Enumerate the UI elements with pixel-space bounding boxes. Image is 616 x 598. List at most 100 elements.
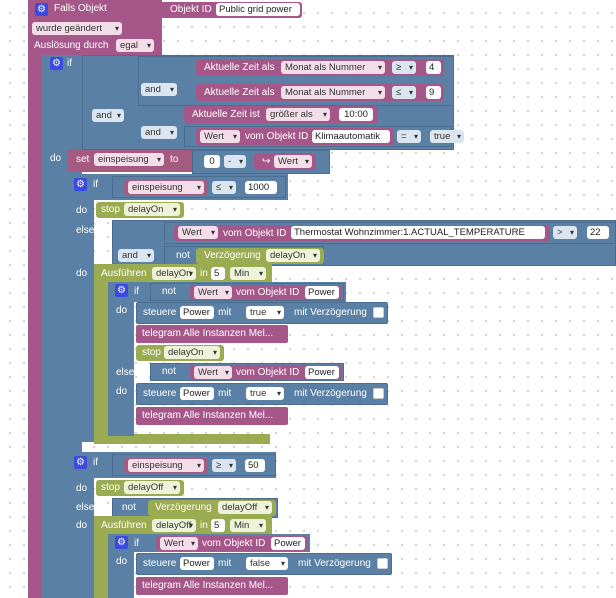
- object-id-field[interactable]: Power: [271, 537, 305, 550]
- telegram-block[interactable]: [136, 325, 288, 343]
- with-keyword: mit: [218, 558, 232, 569]
- compare-op-dropdown[interactable]: ≤: [212, 181, 236, 194]
- attr-dropdown[interactable]: Wert: [274, 155, 312, 168]
- compare-op-dropdown[interactable]: ≥: [392, 61, 416, 74]
- object-id-label: vom Objekt ID: [236, 367, 300, 378]
- control-label: steuere: [143, 307, 177, 318]
- gear-icon[interactable]: ⚙: [115, 536, 128, 549]
- timeout-label: Ausführen: [101, 268, 147, 279]
- timer-dropdown[interactable]: delayOn: [266, 249, 320, 262]
- attr-dropdown[interactable]: Wert: [194, 366, 232, 379]
- attr-dropdown[interactable]: Wert: [194, 286, 232, 299]
- do-keyword: do: [76, 205, 88, 216]
- timer-dropdown[interactable]: delayOff: [124, 481, 180, 494]
- attr-dropdown[interactable]: Wert: [200, 130, 240, 143]
- cause-dropdown[interactable]: egal: [116, 39, 154, 52]
- compare-op-dropdown[interactable]: =: [397, 130, 421, 143]
- time-label: Aktuelle Zeit ist: [192, 109, 260, 120]
- control-object-field[interactable]: Power: [180, 387, 214, 400]
- and-dropdown[interactable]: and: [141, 83, 177, 96]
- if-keyword: if: [134, 538, 139, 549]
- if-keyword: if: [134, 286, 139, 297]
- delay-label: Verzögerung: [155, 502, 212, 513]
- control-value-dropdown[interactable]: false: [246, 557, 288, 570]
- time-label: Aktuelle Zeit als: [204, 62, 275, 73]
- delay-checkbox[interactable]: [373, 307, 384, 318]
- value-field[interactable]: 22: [587, 226, 609, 239]
- timer-dropdown[interactable]: delayOn: [152, 267, 196, 280]
- gear-icon[interactable]: ⚙: [35, 3, 48, 16]
- value-field[interactable]: 4: [426, 61, 441, 74]
- compare-op-dropdown[interactable]: >: [553, 226, 577, 239]
- control-value-dropdown[interactable]: true: [246, 306, 284, 319]
- delay-value-field[interactable]: 5: [211, 519, 225, 532]
- attr-dropdown[interactable]: Wert: [178, 226, 218, 239]
- value-field[interactable]: 1000: [245, 181, 277, 194]
- stop-keyword: stop: [142, 347, 161, 358]
- time-op-dropdown[interactable]: größer als: [266, 108, 330, 121]
- telegram-block[interactable]: [136, 407, 288, 425]
- else-if-keyword: else if: [76, 502, 103, 513]
- time-unit-dropdown[interactable]: Monat als Nummer: [281, 86, 385, 99]
- value-field[interactable]: 9: [426, 86, 441, 99]
- control-label: steuere: [143, 558, 177, 569]
- cause-label: Auslösung durch: [34, 40, 109, 51]
- bool-dropdown[interactable]: true: [430, 130, 464, 143]
- timer-dropdown[interactable]: delayOn: [124, 203, 180, 216]
- delay-unit-dropdown[interactable]: Min: [230, 267, 266, 280]
- do-keyword: do: [50, 153, 62, 164]
- telegram-block[interactable]: [136, 577, 288, 595]
- object-id-label: Objekt ID: [170, 4, 212, 15]
- time-value-field[interactable]: 10:00: [339, 108, 373, 121]
- timer-dropdown[interactable]: delayOff: [218, 501, 272, 514]
- delay-check-label: mit Verzögerung: [294, 388, 367, 399]
- timer-dropdown[interactable]: delayOff: [152, 519, 196, 532]
- do-keyword: do: [116, 556, 128, 567]
- if-block-2[interactable]: [68, 174, 94, 442]
- and-dropdown[interactable]: and: [141, 126, 177, 139]
- delay-value-field[interactable]: 5: [211, 267, 225, 280]
- if-block-inner[interactable]: [108, 282, 134, 436]
- object-id-field[interactable]: Thermostat Wohnzimmer:1.ACTUAL_TEMPERATU…: [291, 226, 545, 239]
- object-id-field[interactable]: Power: [305, 366, 339, 379]
- math-op-dropdown[interactable]: -: [224, 155, 246, 168]
- gear-icon[interactable]: ⚙: [115, 284, 128, 297]
- delay-unit-dropdown[interactable]: Min: [230, 519, 266, 532]
- and-dropdown[interactable]: and: [92, 109, 124, 122]
- timeout-footer[interactable]: [94, 434, 270, 444]
- gear-icon[interactable]: ⚙: [74, 456, 87, 469]
- object-id-field[interactable]: Power: [305, 286, 339, 299]
- variable-dropdown[interactable]: einspeisung: [128, 181, 204, 194]
- timeout-block[interactable]: [94, 264, 108, 444]
- delay-checkbox[interactable]: [373, 388, 384, 399]
- attr-dropdown[interactable]: Wert: [160, 537, 198, 550]
- timer-dropdown[interactable]: delayOn: [164, 346, 220, 359]
- delay-check-label: mit Verzögerung: [298, 558, 371, 569]
- gear-icon[interactable]: ⚙: [74, 178, 87, 191]
- time-unit-dropdown[interactable]: Monat als Nummer: [281, 61, 385, 74]
- telegram-label: telegram Alle Instanzen Mel...: [142, 328, 274, 339]
- else-if-keyword: else if: [76, 225, 103, 236]
- telegram-label: telegram Alle Instanzen Mel...: [142, 410, 274, 421]
- compare-op-dropdown[interactable]: ≥: [212, 459, 236, 472]
- object-id-label: vom Objekt ID: [236, 287, 300, 298]
- control-object-field[interactable]: Power: [180, 306, 214, 319]
- variable-dropdown[interactable]: einspeisung: [94, 153, 164, 166]
- change-mode-dropdown[interactable]: wurde geändert: [32, 22, 122, 35]
- control-object-field[interactable]: Power: [180, 557, 214, 570]
- control-value-dropdown[interactable]: true: [246, 387, 284, 400]
- delay-checkbox[interactable]: [377, 558, 388, 569]
- compare-op-dropdown[interactable]: ≤: [392, 86, 416, 99]
- variable-dropdown[interactable]: einspeisung: [128, 459, 204, 472]
- number-field[interactable]: 0: [204, 155, 220, 168]
- in-keyword: in: [200, 520, 208, 531]
- object-id-field[interactable]: Klimaautomatik: [312, 130, 390, 143]
- trigger-left-bar: [28, 0, 42, 598]
- gear-icon[interactable]: ⚙: [50, 57, 63, 70]
- if-keyword: if: [93, 179, 98, 190]
- timeout-block[interactable]: [94, 516, 108, 598]
- value-field[interactable]: 50: [245, 459, 265, 472]
- do-keyword: do: [76, 483, 88, 494]
- and-dropdown[interactable]: and: [118, 249, 154, 262]
- object-id-field[interactable]: Public grid power: [216, 3, 300, 16]
